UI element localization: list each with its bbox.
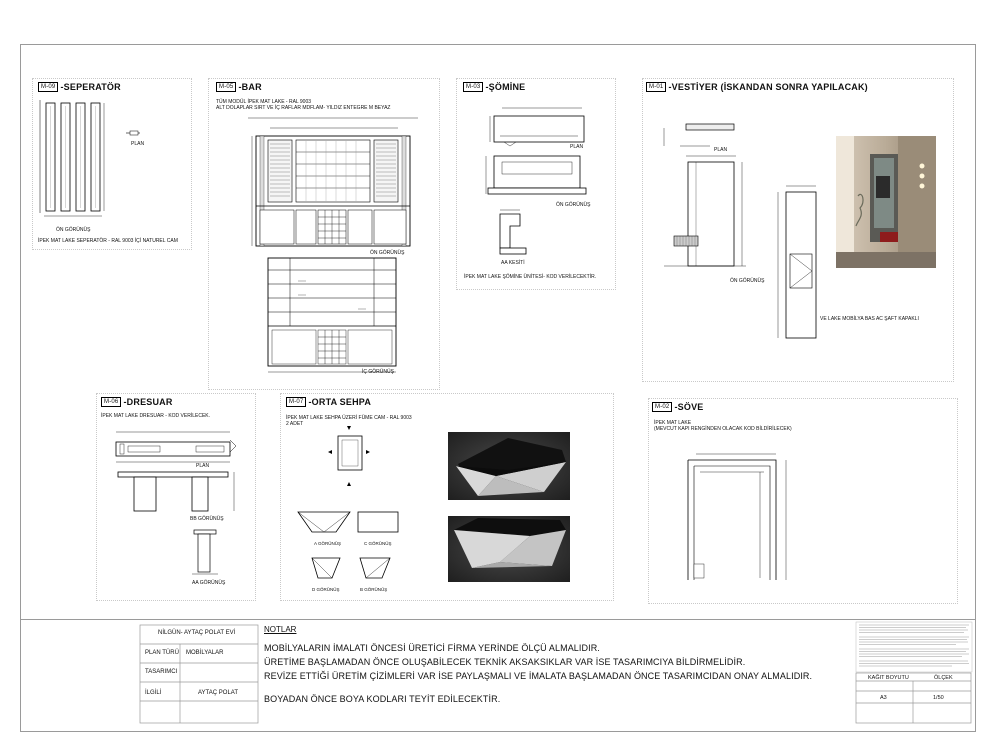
seperator-note: İPEK MAT LAKE SEPERATÖR - RAL 9003 İÇİ N… (38, 238, 178, 244)
panel-vestiyer (642, 78, 954, 382)
designer-label: TASARIMCI (145, 669, 178, 675)
sehpa-note-1: İPEK MAT LAKE SEHPA ÜZERİ FÜME CAM - RAL… (286, 415, 412, 421)
bar-code: M-05 (216, 82, 237, 92)
notes-heading: NOTLAR (264, 625, 297, 634)
bar-inner-label: İÇ GÖRÜNÜŞ (362, 369, 394, 375)
dresuar-aa-label: AA GÖRÜNÜŞ (192, 580, 226, 586)
sehpa-d-label: D GÖRÜNÜŞ (312, 587, 340, 592)
somine-section-label: AA KESİTİ (501, 260, 525, 266)
seperator-plan-label: PLAN (131, 141, 145, 147)
sehpa-title-text: -ORTA SEHPA (308, 397, 372, 407)
somine-note: İPEK MAT LAKE ŞÖMİNE ÜNİTESİ- KOD VERİLE… (464, 274, 597, 280)
panel-bar (208, 78, 440, 390)
dresuar-title: M-06 -DRESUAR (101, 397, 173, 407)
dresuar-bb-drawing (117, 471, 235, 512)
bar-note-1: TÜM MODÜL İPEK MAT LAKE - RAL 9003 (216, 99, 312, 105)
seperator-front-label: ÖN GÖRÜNÜŞ (56, 227, 91, 233)
panel-sehpa (280, 393, 614, 601)
vestiyer-note: VE LAKE MOBİLYA BAS AC ŞAFT KAPAKLI (820, 316, 919, 322)
vestiyer-plan-label: PLAN (714, 147, 728, 153)
note-line-1: MOBİLYALARIN İMALATI ÖNCESİ ÜRETİCİ FİRM… (264, 643, 600, 653)
somine-title-text: -ŞÖMİNE (485, 82, 526, 92)
somine-code: M-03 (463, 82, 484, 92)
sehpa-a-drawing (297, 511, 351, 533)
dresuar-note: İPEK MAT LAKE DRESUAR - KOD VERİLECEK. (101, 413, 211, 419)
paper-size-label: KAĞIT BOYUTU (868, 675, 909, 681)
title-block (20, 619, 976, 732)
sove-code: M-02 (652, 402, 673, 412)
vestiyer-render-image (836, 136, 936, 268)
panel-seperator (32, 78, 192, 250)
bar-title-text: -BAR (238, 82, 262, 92)
dresuar-title-text: -DRESUAR (123, 397, 173, 407)
somine-plan-label: PLAN (570, 144, 584, 150)
somine-front-drawing (485, 155, 587, 195)
sehpa-c-drawing (357, 511, 399, 533)
fine-print-block (855, 621, 973, 673)
vestiyer-code: M-01 (646, 82, 667, 92)
sehpa-code: M-07 (286, 397, 307, 407)
sove-title-text: -SÖVE (674, 402, 704, 412)
sehpa-render-top (448, 432, 570, 500)
dresuar-aa-drawing (192, 529, 218, 575)
sehpa-a-label: A GÖRÜNÜŞ (314, 541, 342, 546)
sove-drawing (687, 453, 787, 580)
sove-title: M-02 -SÖVE (652, 402, 704, 412)
title-block-grid (139, 624, 972, 724)
contact-label: İLGİLİ (145, 690, 162, 696)
sehpa-c-label: C GÖRÜNÜŞ (364, 541, 392, 546)
plan-type-label: PLAN TÜRÜ (145, 650, 179, 656)
vestiyer-title-text: -VESTİYER (İSKANDAN SONRA YAPILACAK) (668, 82, 868, 92)
seperator-title: M-09 -SEPERATÖR (38, 82, 121, 92)
sehpa-b-drawing (359, 557, 391, 579)
scale-value: 1/50 (933, 695, 944, 701)
sehpa-b-label: B GÖRÜNÜŞ (360, 587, 388, 592)
sehpa-note-2: 2 ADET (286, 421, 304, 427)
dresuar-plan-label: PLAN (196, 463, 210, 469)
bar-note-2: ALT DOLAPLAR SIRT VE İÇ RAFLAR MDFLAM- Y… (216, 105, 391, 111)
somine-section-drawing (499, 209, 527, 255)
vestiyer-front-label: ÖN GÖRÜNÜŞ (730, 278, 765, 284)
somine-title: M-03 -ŞÖMİNE (463, 82, 525, 92)
sehpa-plan-drawing (328, 426, 370, 486)
vestiyer-front-drawing (664, 155, 746, 267)
note-line-2: ÜRETİME BAŞLAMADAN ÖNCE OLUŞABİLECEK TEK… (264, 657, 746, 667)
seperator-code: M-09 (38, 82, 59, 92)
note-line-4: BOYADAN ÖNCE BOYA KODLARI TEYİT EDİLECEK… (264, 694, 501, 704)
sehpa-d-drawing (311, 557, 341, 579)
panel-dresuar (96, 393, 256, 601)
bar-front-label: ÖN GÖRÜNÜŞ (370, 250, 405, 256)
vestiyer-plan-drawing (663, 123, 735, 147)
somine-front-label: ÖN GÖRÜNÜŞ (556, 202, 591, 208)
paper-size-value: A3 (880, 695, 887, 701)
bar-inner-drawing (267, 257, 397, 373)
scale-label: ÖLÇEK (934, 675, 953, 681)
project-name: NİLGÜN- AYTAÇ POLAT EVİ (158, 630, 236, 636)
dresuar-plan-drawing (115, 431, 237, 463)
note-line-3: REVİZE ETTİĞİ ÜRETİM ÇİZİMLERİ VAR İSE P… (264, 671, 813, 681)
seperator-front-drawing (39, 100, 105, 217)
sehpa-title: M-07 -ORTA SEHPA (286, 397, 371, 407)
seperator-plan-drawing (126, 130, 140, 136)
dresuar-code: M-06 (101, 397, 122, 407)
panel-sove (648, 398, 958, 604)
sove-note-2: (MEVCUT KAPI RENGİNDEN OLACAK KOD BİLDİR… (654, 426, 792, 432)
plan-type-value: MOBİLYALAR (186, 650, 224, 656)
sove-note-1: İPEK MAT LAKE (654, 420, 692, 426)
vestiyer-side-drawing (777, 185, 817, 339)
vestiyer-title: M-01 -VESTİYER (İSKANDAN SONRA YAPILACAK… (646, 82, 868, 92)
panel-somine (456, 78, 616, 290)
bar-title: M-05 -BAR (216, 82, 262, 92)
seperator-title-text: -SEPERATÖR (60, 82, 121, 92)
somine-plan-drawing (489, 107, 585, 147)
sehpa-render-bottom (448, 516, 570, 582)
dresuar-bb-label: BB GÖRÜNÜŞ (190, 516, 224, 522)
bar-front-drawing (248, 117, 418, 247)
contact-value: AYTAÇ POLAT (198, 690, 239, 696)
